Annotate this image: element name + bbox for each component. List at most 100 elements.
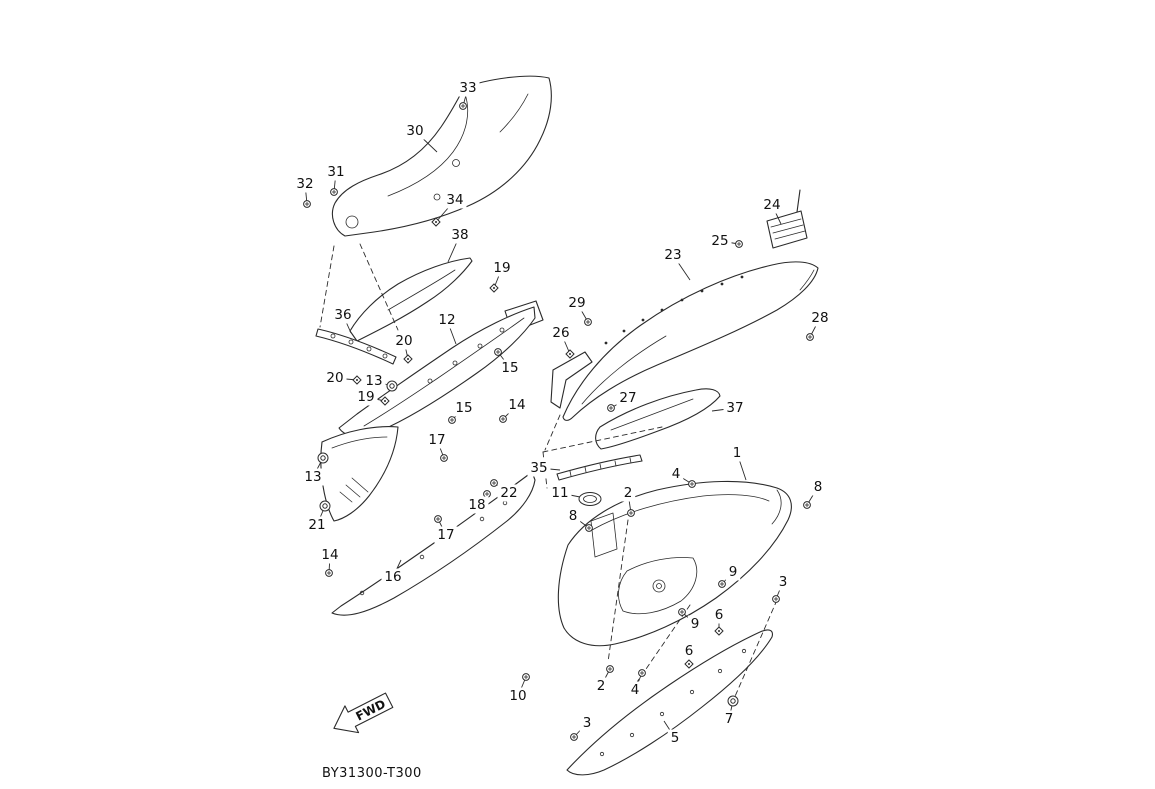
callout-10: 10 (506, 673, 530, 705)
callout-13: 13 (362, 372, 398, 392)
callout-28: 28 (806, 309, 832, 341)
callout-11: 11 (548, 484, 602, 506)
callout-number: 3 (779, 574, 788, 590)
callout-32: 32 (293, 175, 317, 208)
callout-number: 20 (395, 333, 412, 349)
panel-30 (331, 75, 552, 237)
callout-number: 23 (664, 247, 681, 263)
callout-4: 4 (668, 465, 696, 488)
callout-7: 7 (721, 695, 739, 728)
callout-25: 25 (708, 232, 743, 250)
callout-number: 3 (583, 715, 592, 731)
callout-number: 2 (597, 678, 606, 694)
callout-6: 6 (711, 606, 727, 636)
side-panel-mid (320, 426, 399, 522)
callout-35: 35 (527, 459, 561, 477)
callout-number: 21 (308, 517, 325, 533)
panel-1 (557, 480, 792, 647)
callout-36: 36 (331, 306, 355, 334)
callout-number: 11 (551, 485, 568, 501)
callout-number: 35 (530, 460, 547, 476)
callout-2: 2 (620, 484, 636, 517)
callout-number: 12 (438, 312, 455, 328)
callout-22: 22 (490, 479, 521, 502)
callout-number: 32 (296, 176, 313, 192)
callout-17: 17 (434, 515, 458, 544)
strip-35 (542, 414, 663, 489)
panel-23 (550, 261, 819, 421)
callout-number: 4 (672, 466, 681, 482)
callout-number: 25 (711, 233, 728, 249)
callout-19: 19 (354, 388, 390, 406)
callout-13: 13 (301, 452, 329, 486)
callout-number: 33 (459, 80, 476, 96)
panel-37 (595, 388, 721, 450)
callout-20: 20 (392, 332, 416, 364)
callout-number: 34 (446, 192, 463, 208)
callout-number: 4 (631, 682, 640, 698)
callout-21: 21 (305, 500, 331, 534)
callout-19: 19 (489, 259, 514, 293)
callout-number: 38 (451, 227, 468, 243)
callout-number: 10 (509, 688, 526, 704)
strip-24 (766, 189, 808, 249)
callout-12: 12 (435, 311, 459, 345)
callout-15: 15 (448, 399, 476, 424)
callout-1: 1 (729, 444, 747, 481)
molding-36 (315, 328, 397, 365)
callout-number: 27 (619, 390, 636, 406)
callout-3: 3 (772, 573, 791, 603)
callout-30: 30 (403, 122, 438, 153)
callout-number: 37 (726, 400, 743, 416)
callout-3: 3 (570, 714, 595, 741)
callout-number: 5 (671, 730, 680, 746)
callout-24: 24 (760, 196, 784, 225)
callout-number: 31 (327, 164, 344, 180)
callout-number: 18 (468, 497, 485, 513)
footboard-12 (338, 300, 544, 437)
callout-number: 6 (715, 607, 724, 623)
callout-8: 8 (565, 507, 593, 532)
callout-9: 9 (678, 608, 703, 633)
callout-number: 26 (552, 325, 569, 341)
callout-14: 14 (318, 546, 342, 577)
callout-14: 14 (499, 396, 529, 423)
callout-number: 8 (569, 508, 578, 524)
callout-number: 17 (428, 432, 445, 448)
callout-9: 9 (718, 563, 741, 588)
fwd-arrow: FWD (333, 692, 394, 734)
callout-number: 1 (733, 445, 742, 461)
callout-6: 6 (681, 642, 697, 669)
callout-number: 28 (811, 310, 828, 326)
callout-17: 17 (425, 431, 449, 462)
callout-15: 15 (494, 348, 522, 377)
callout-number: 19 (493, 260, 510, 276)
callout-4: 4 (627, 669, 646, 699)
strip-5 (566, 629, 773, 776)
callout-38: 38 (447, 226, 472, 263)
callout-number: 14 (321, 547, 338, 563)
callout-number: 17 (437, 527, 454, 543)
callout-number: 14 (508, 397, 525, 413)
callout-number: 15 (501, 360, 518, 376)
callout-number: 7 (725, 711, 734, 727)
callout-number: 6 (685, 643, 694, 659)
callout-number: 15 (455, 400, 472, 416)
diagram-code: BY31300-T300 (322, 766, 422, 781)
callout-2: 2 (593, 665, 614, 695)
callout-number: 13 (304, 469, 321, 485)
callout-number: 9 (729, 564, 738, 580)
callout-number: 20 (326, 370, 343, 386)
callout-31: 31 (324, 163, 348, 196)
callout-37: 37 (711, 399, 747, 417)
callout-8: 8 (803, 478, 826, 509)
callout-number: 16 (384, 569, 401, 585)
callout-16: 16 (381, 559, 405, 586)
panel-38 (349, 257, 473, 342)
callout-number: 13 (365, 373, 382, 389)
callout-number: 8 (814, 479, 823, 495)
callout-33: 33 (456, 79, 480, 110)
